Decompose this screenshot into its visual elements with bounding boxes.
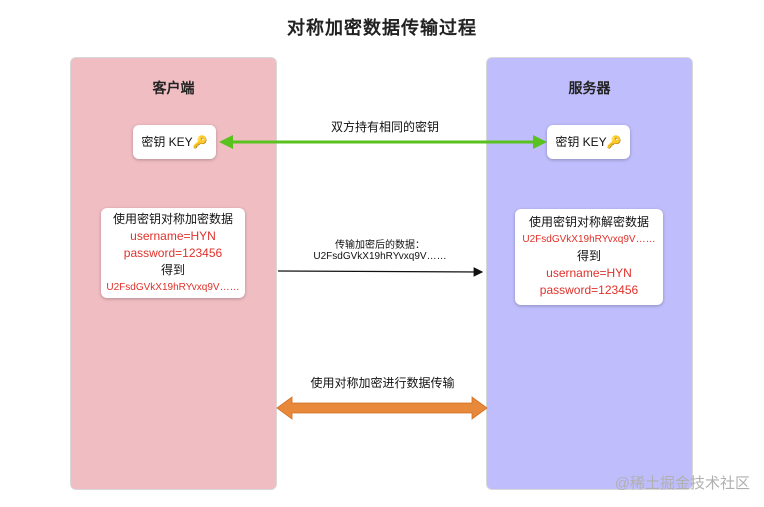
decrypt-line-username: username=HYN — [546, 266, 632, 280]
client-key-box: 密钥 KEY🔑 — [133, 125, 216, 159]
encrypt-line-ciphertext: U2FsdGVkX19hRYvxq9V…… — [106, 282, 240, 293]
encrypt-line-result-label: 得到 — [160, 263, 185, 277]
diagram-title: 对称加密数据传输过程 — [287, 18, 477, 38]
symmetric-transfer-label: 使用对称加密进行数据传输 — [310, 376, 455, 390]
server-title: 服务器 — [568, 80, 611, 96]
transfer-ciphertext: U2FsdGVkX19hRYvxq9V…… — [313, 251, 447, 262]
decrypt-line-result-label: 得到 — [576, 249, 601, 263]
client-encrypt-box: 使用密钥对称加密数据 username=HYN password=123456 … — [101, 208, 245, 298]
decrypt-line-password: password=123456 — [539, 283, 639, 297]
client-key-label: 密钥 KEY🔑 — [141, 135, 208, 149]
server-key-box: 密钥 KEY🔑 — [547, 125, 630, 159]
watermark: @稀土掘金技术社区 — [614, 475, 750, 492]
shared-key-label: 双方持有相同的密钥 — [330, 120, 439, 134]
server-decrypt-box: 使用密钥对称解密数据 U2FsdGVkX19hRYvxq9V…… 得到 user… — [515, 209, 663, 305]
encrypt-line-title: 使用密钥对称加密数据 — [112, 212, 233, 226]
shared-key-arrow — [219, 135, 547, 149]
encrypt-line-username: username=HYN — [130, 229, 216, 243]
symmetric-transfer-arrow — [276, 396, 488, 420]
transfer-arrow — [277, 267, 484, 277]
decrypt-line-ciphertext: U2FsdGVkX19hRYvxq9V…… — [522, 234, 656, 245]
encrypt-line-password: password=123456 — [123, 246, 223, 260]
transfer-label: 传输加密后的数据： — [335, 240, 425, 251]
client-title: 客户端 — [152, 80, 195, 96]
decrypt-line-title: 使用密钥对称解密数据 — [528, 215, 649, 229]
server-key-label: 密钥 KEY🔑 — [555, 135, 622, 149]
